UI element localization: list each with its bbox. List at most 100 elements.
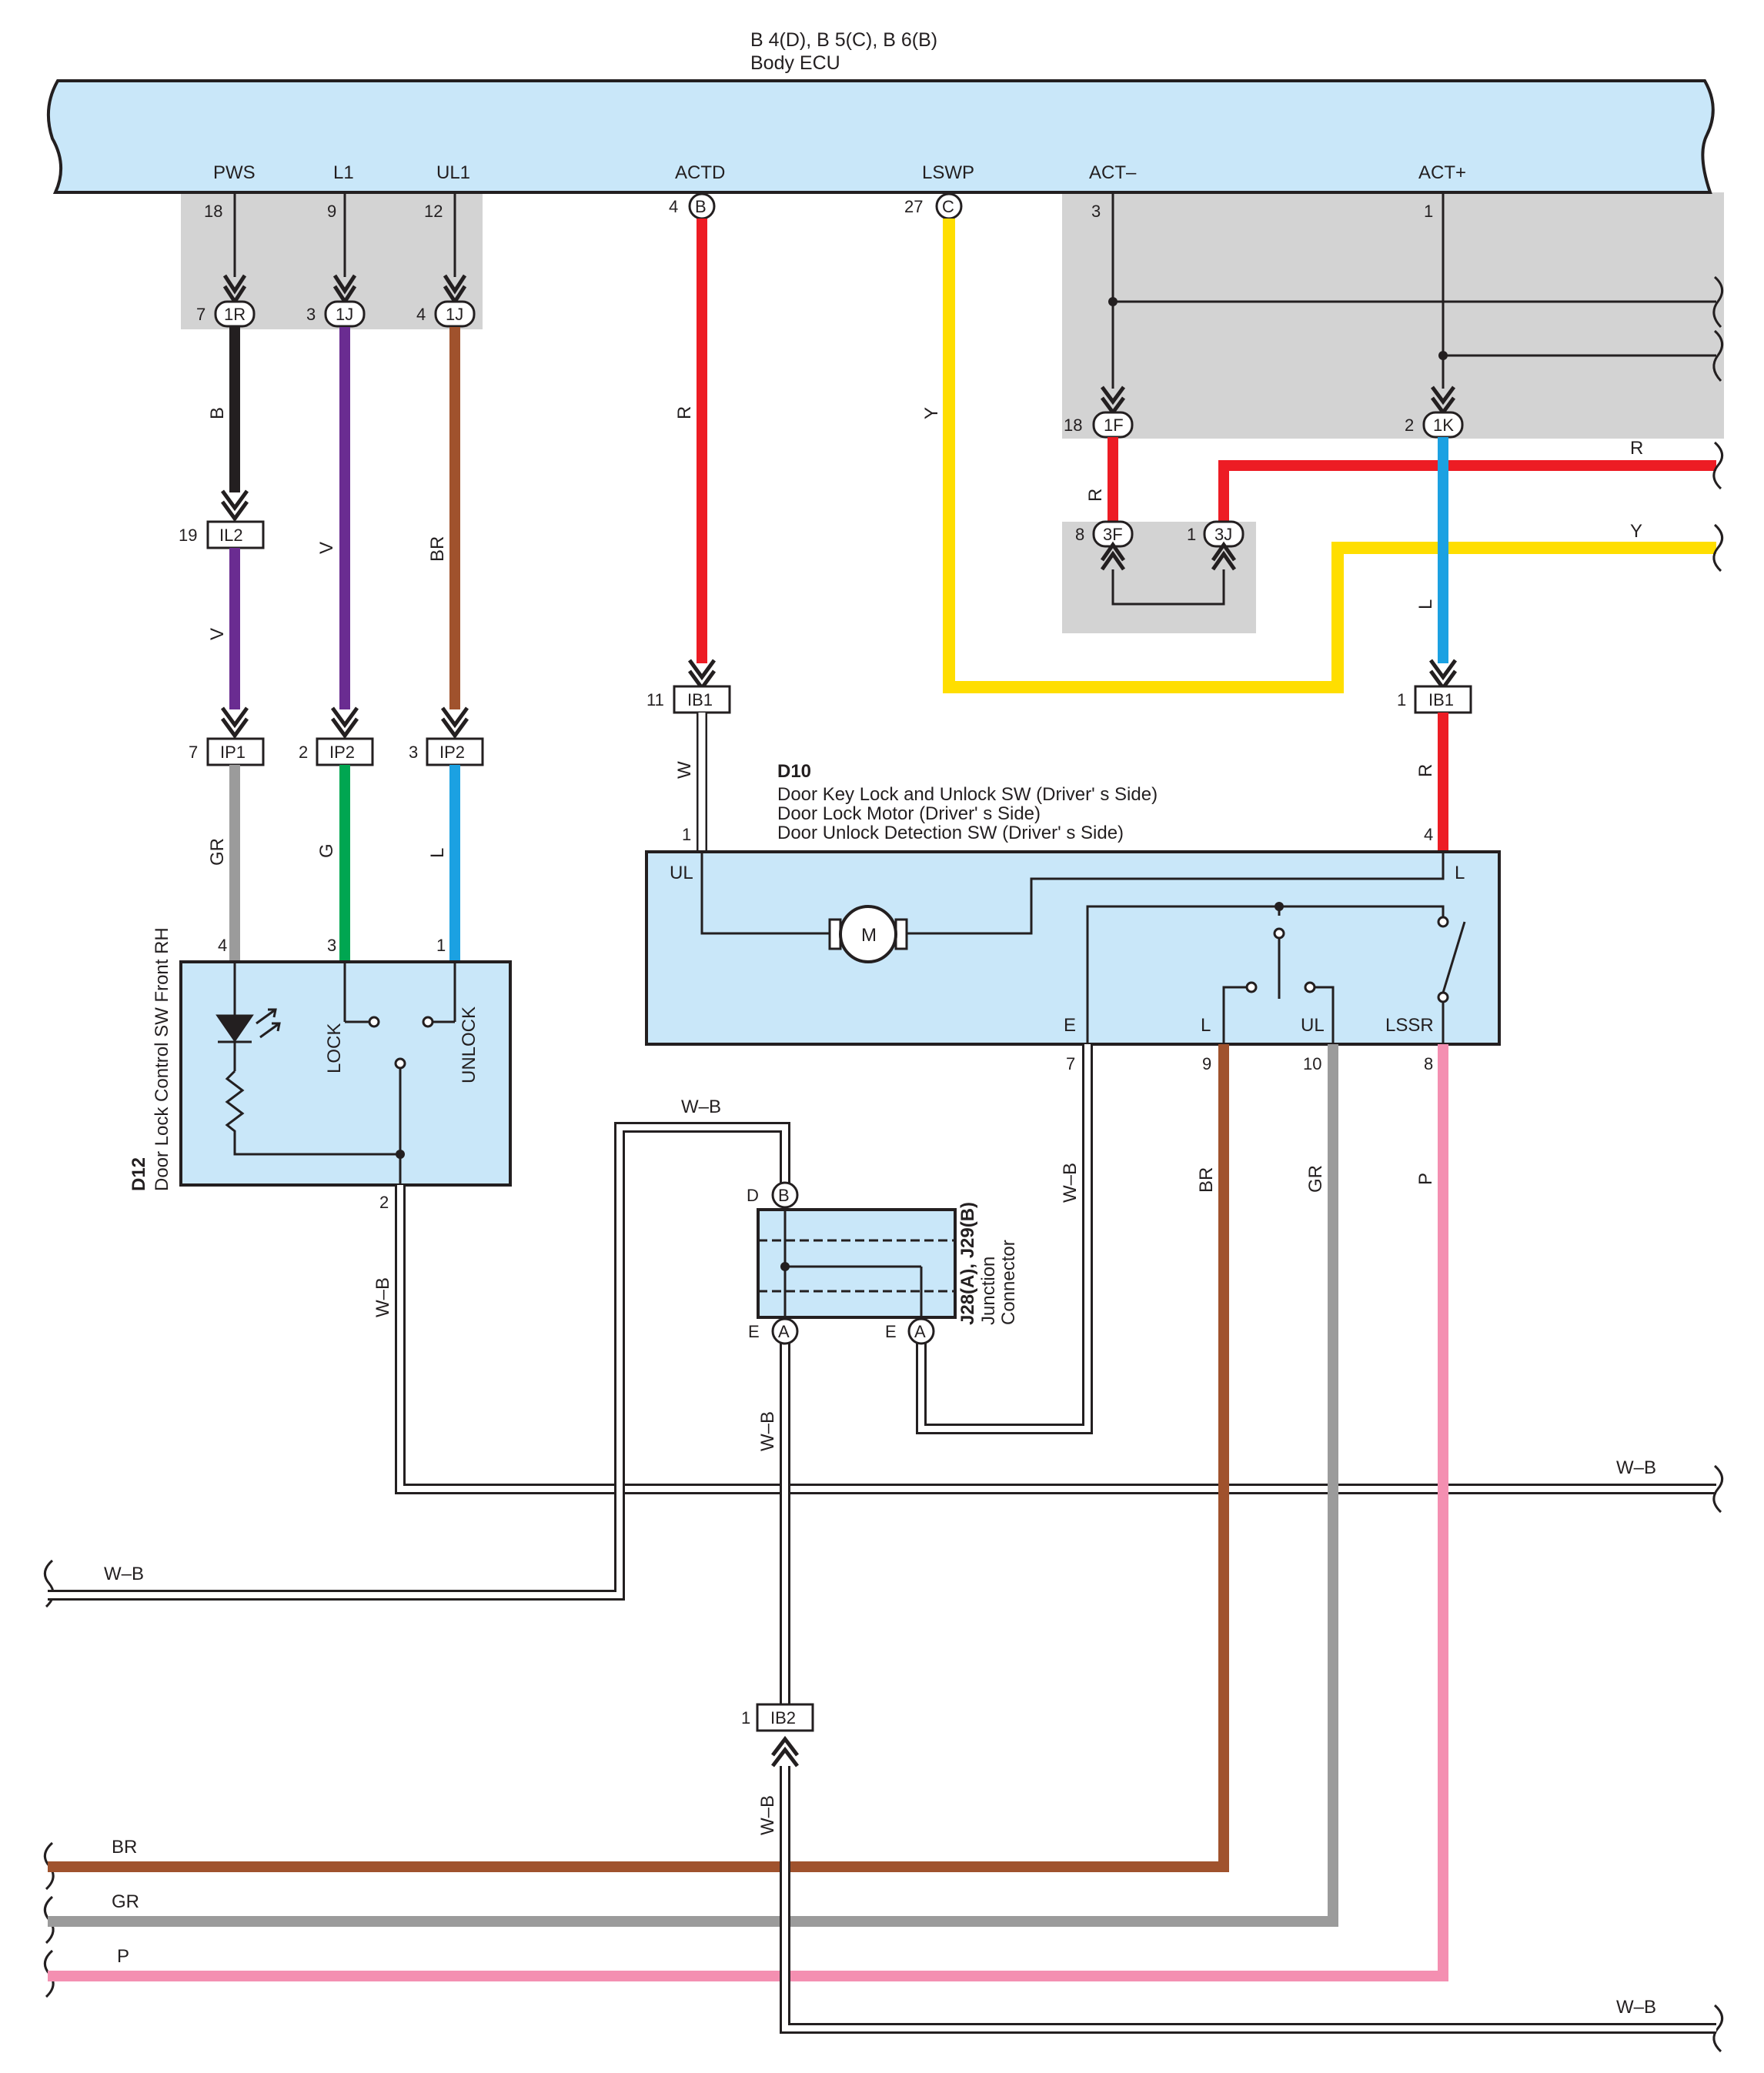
junction-3j-label: 3J xyxy=(1214,525,1232,544)
wire-wb-d12 xyxy=(395,1185,1716,1494)
junction-il2-label: IL2 xyxy=(219,526,243,545)
wire-label-v2: V xyxy=(316,542,337,554)
junction-1j-a-label: 1J xyxy=(336,305,353,324)
junction-ip1-label: IP1 xyxy=(220,743,246,762)
d10-term-ul2: UL xyxy=(1301,1015,1325,1036)
ecu-terminal-ul1: UL1 xyxy=(436,162,470,183)
junction-ip2-a-label: IP2 xyxy=(329,743,355,762)
connector-c-lswp-label: C xyxy=(942,197,954,216)
jc-pin-a2 xyxy=(907,1317,935,1345)
jc-pin-d-label: D xyxy=(747,1186,759,1205)
wire-label-br3: BR xyxy=(112,1837,137,1858)
wire-y-lswp xyxy=(943,219,1716,693)
jc-title: J28(A), J29(B) xyxy=(957,1202,978,1325)
d12-unlock-contact xyxy=(422,1016,434,1028)
wire-label-l1: L xyxy=(1415,599,1436,609)
junction-1r-label: 1R xyxy=(224,305,246,324)
junction-ib2 xyxy=(756,1703,814,1732)
wire-label-v1: V xyxy=(207,628,228,640)
d10-term-e: E xyxy=(1064,1015,1076,1036)
jc-line-2: Junction xyxy=(978,1257,999,1325)
wire-label-gr3: GR xyxy=(112,1891,139,1912)
d12-lock-label: LOCK xyxy=(324,1023,345,1073)
junction-ip2-b-pin: 3 xyxy=(409,743,418,762)
wire-label-wb8: W–B xyxy=(1616,1997,1656,2018)
wire-label-wb5: W–B xyxy=(104,1564,144,1584)
junction-1k-pin: 2 xyxy=(1405,416,1414,435)
wire-label-r4: R xyxy=(1415,764,1436,777)
ecu-pin-lswp: 27 xyxy=(904,197,923,216)
d10-term-lssr: LSSR xyxy=(1385,1015,1434,1036)
arrow-ip1 xyxy=(220,706,249,739)
wire-label-wb1: W–B xyxy=(373,1277,393,1317)
jc-dot xyxy=(780,1262,790,1271)
d10-contact-5 xyxy=(1437,991,1449,1003)
wire-label-wb4: W–B xyxy=(681,1097,721,1117)
ecu-terminal-actd: ACTD xyxy=(675,162,725,183)
wire-label-r2: R xyxy=(1085,489,1106,502)
wire-wb-jc-b xyxy=(48,1122,790,1601)
wire-wb-ib2-core xyxy=(782,1766,1716,2031)
junction-3j-pin: 1 xyxy=(1187,525,1196,544)
wire-label-p3: P xyxy=(117,1946,129,1967)
arrow-il2 xyxy=(220,489,249,522)
wire-label-br1: BR xyxy=(427,536,448,562)
junction-3f-label: 3F xyxy=(1103,525,1123,544)
jc-line-3: Connector xyxy=(998,1240,1019,1325)
arrow-ip2-b xyxy=(440,706,469,739)
arrow-ib1-b xyxy=(1428,659,1458,692)
wire-label-p2: P xyxy=(1415,1173,1436,1185)
d12-common-contact xyxy=(394,1057,406,1070)
wire-wb-ib2 xyxy=(780,1766,1716,2034)
d12-name: Door Lock Control SW Front RH xyxy=(152,927,172,1191)
motor-label: M xyxy=(861,925,877,946)
junction-1j-b-label: 1J xyxy=(446,305,463,324)
ecu-terminal-pws: PWS xyxy=(213,162,256,183)
break-marks-right xyxy=(43,275,1724,2053)
wire-label-r3: R xyxy=(1630,438,1643,459)
resistor-icon xyxy=(225,1070,400,1156)
wire-wb-d10-e-core xyxy=(918,1044,1091,1432)
d10-line-1: Door Key Lock and Unlock SW (Driver' s S… xyxy=(777,784,1158,805)
wire-label-wb2: W–B xyxy=(1616,1457,1656,1478)
d10-contact-2 xyxy=(1245,981,1258,993)
junction-ib2-pin: 1 xyxy=(741,1708,750,1728)
junction-1j-a xyxy=(324,300,366,328)
ecu-pin-actd: 4 xyxy=(669,197,678,216)
wire-label-br2: BR xyxy=(1196,1167,1217,1193)
junction-1k-label: 1K xyxy=(1433,416,1454,435)
arrow-3j-up xyxy=(1211,541,1237,571)
wire-3f-3j-shorting xyxy=(1111,569,1225,606)
d10-term-ul: UL xyxy=(670,863,693,883)
jc-pin-b xyxy=(771,1181,799,1209)
ecu-pin-l1: 9 xyxy=(327,202,336,221)
junction-ip2-a-pin: 2 xyxy=(299,743,308,762)
ecu-pin-actm: 3 xyxy=(1091,202,1101,221)
d10-pin-7: 7 xyxy=(1066,1054,1075,1073)
wire-label-wb6: W–B xyxy=(757,1411,778,1451)
wire-gr-d10 xyxy=(48,1044,1338,1927)
ecu-terminal-l1: L1 xyxy=(333,162,354,183)
d10-code: D10 xyxy=(777,761,811,782)
d10-pin-1: 1 xyxy=(682,825,691,844)
wire-label-l2: L xyxy=(427,848,448,858)
wire-p-d10 xyxy=(48,1044,1448,1981)
actp-branch-dot xyxy=(1438,351,1448,360)
d10-contact-3 xyxy=(1304,981,1316,993)
d10-term-l: L xyxy=(1455,863,1465,883)
wire-label-wb7: W–B xyxy=(757,1795,778,1835)
arrow-ib2-up xyxy=(771,1735,799,1768)
ecu-pin-pws: 18 xyxy=(204,202,222,221)
junction-ip2-b-label: IP2 xyxy=(439,743,465,762)
jc-pin-a1 xyxy=(771,1317,799,1345)
jc-pin-e2-label: E xyxy=(885,1322,897,1341)
wire-label-b: B xyxy=(207,407,228,419)
led-icon xyxy=(215,962,281,1071)
junction-1j-a-pin: 3 xyxy=(306,305,316,324)
d12-pin-3: 3 xyxy=(327,936,336,955)
junction-ip1-pin: 7 xyxy=(189,743,198,762)
d10-internal-wiring xyxy=(700,852,1466,1044)
ecu-connectors: B 4(D), B 5(C), B 6(B) xyxy=(750,29,937,51)
wire-label-gr2: GR xyxy=(1305,1165,1326,1193)
